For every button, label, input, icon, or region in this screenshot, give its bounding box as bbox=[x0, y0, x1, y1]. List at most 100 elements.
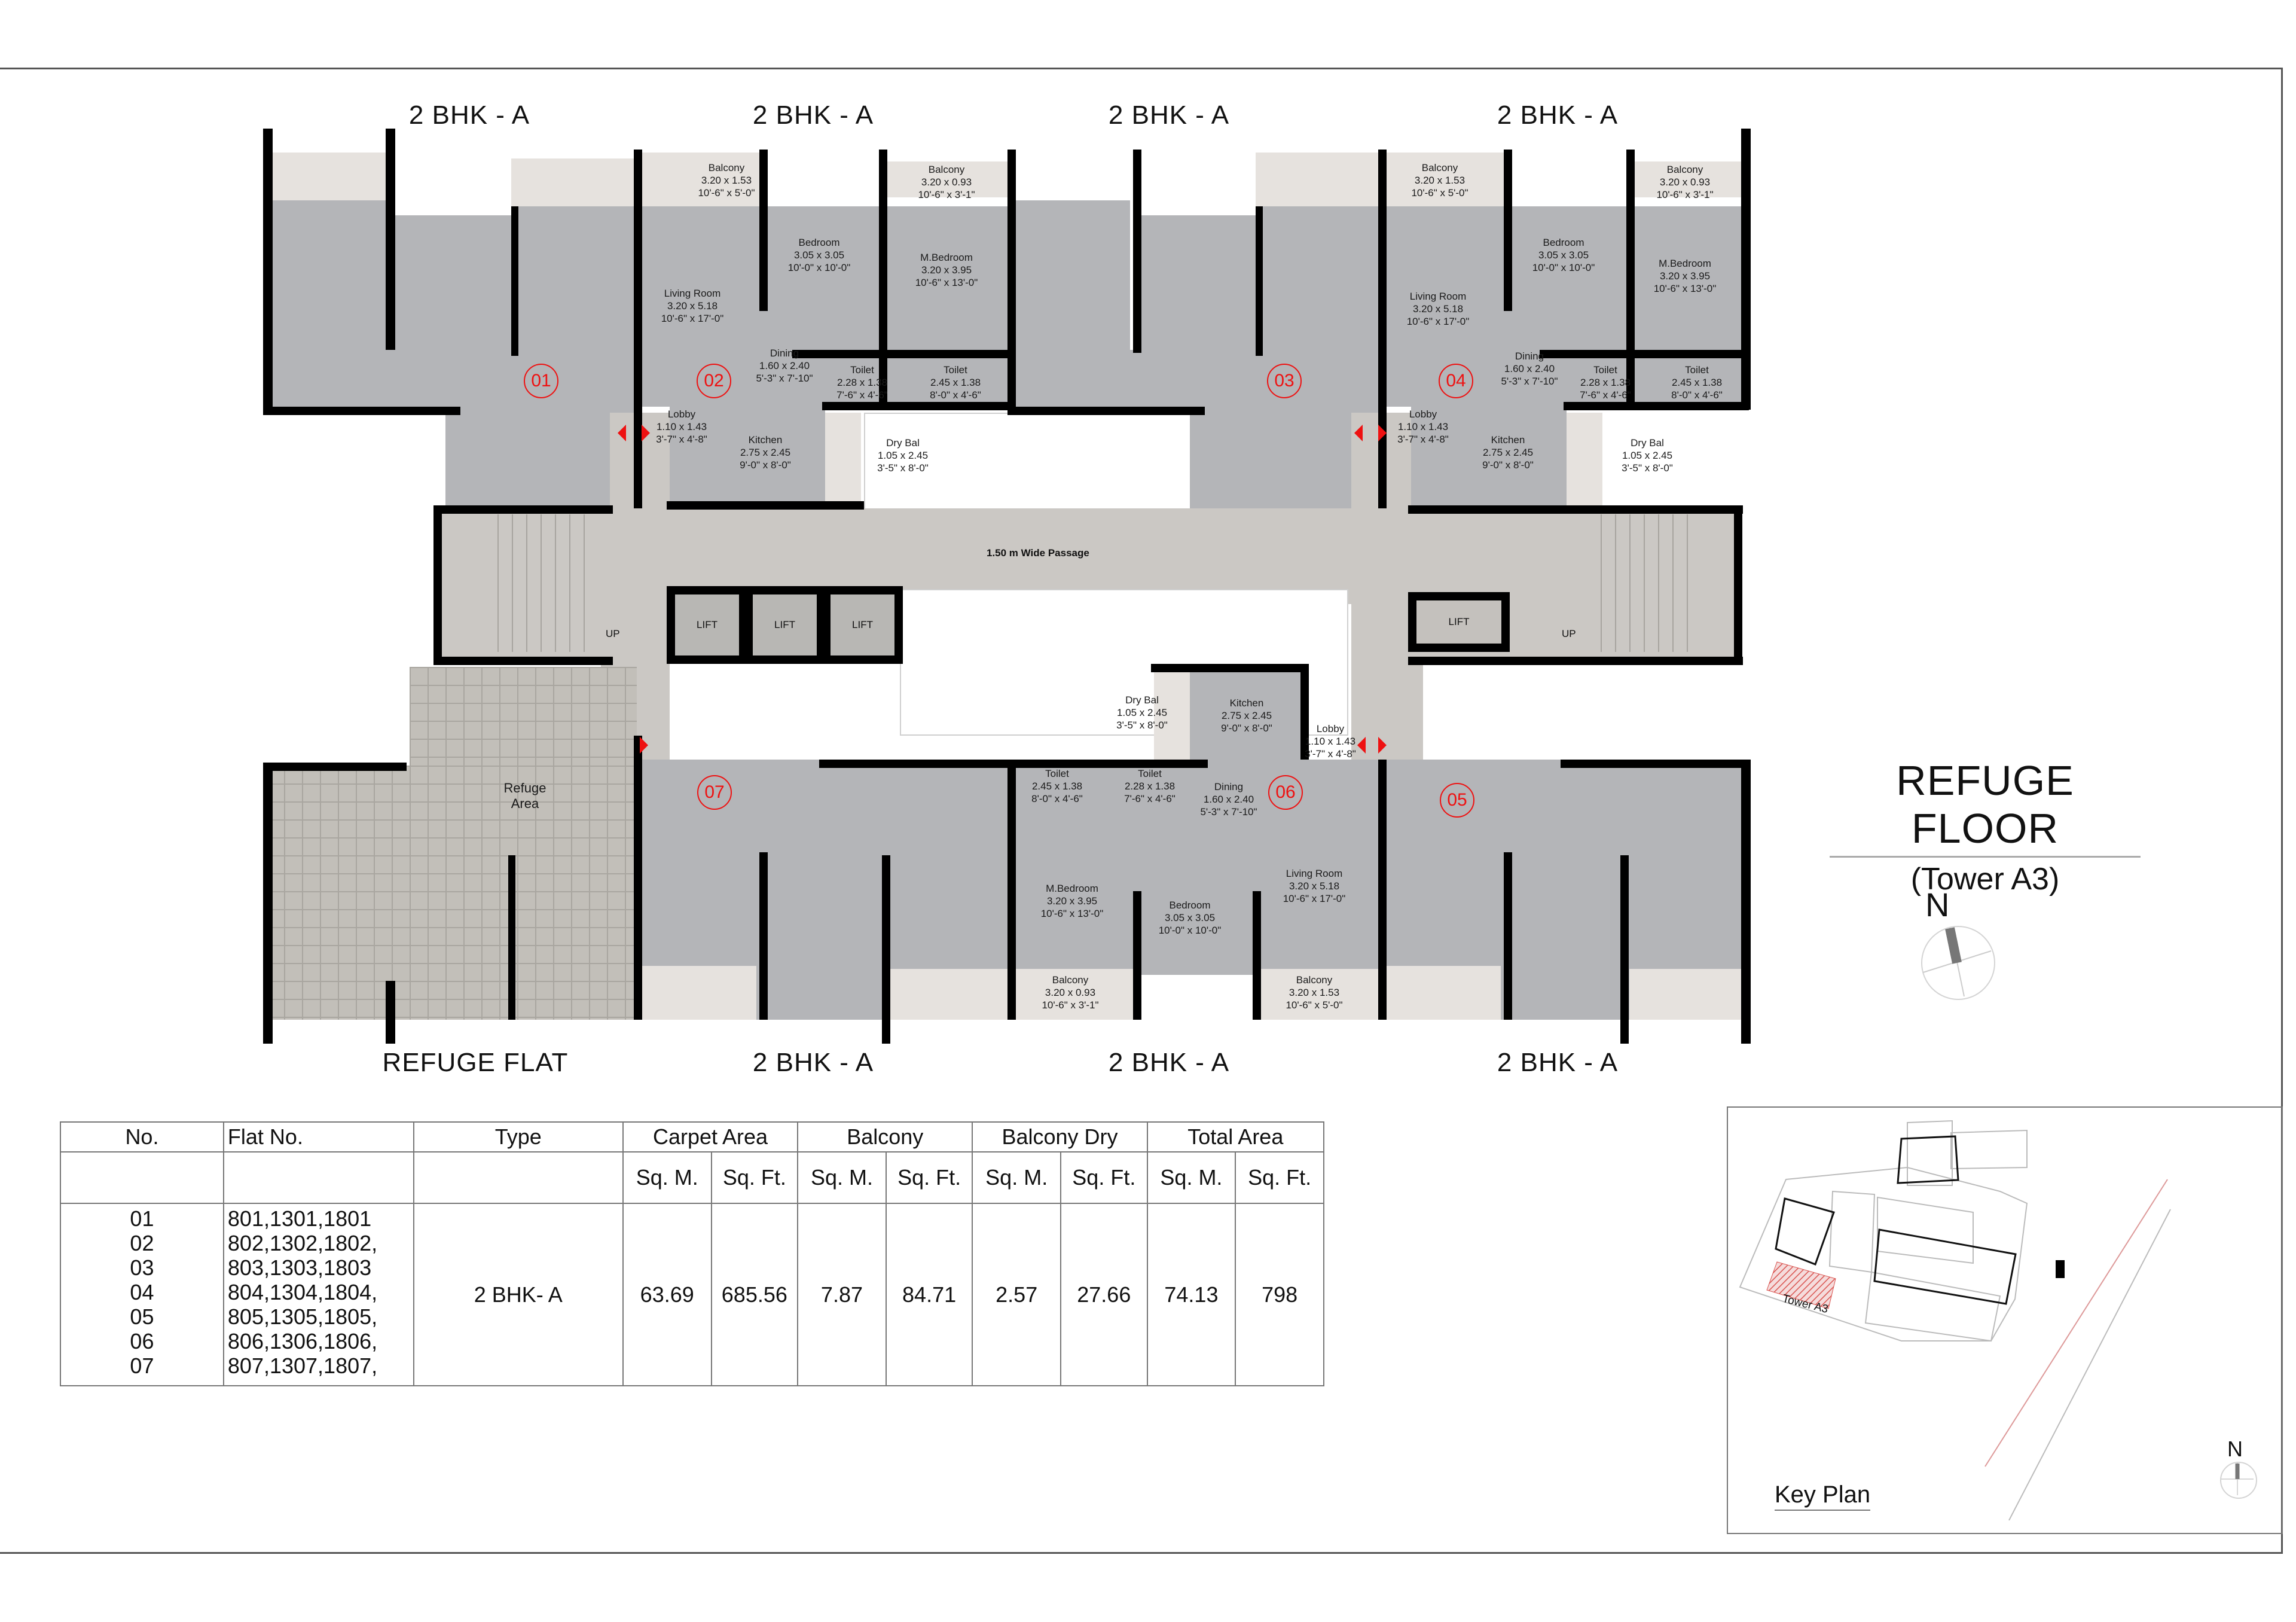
master-bedroom bbox=[1133, 215, 1256, 350]
key-plan: Tower A3 Key Plan N bbox=[1727, 1106, 2283, 1534]
wall bbox=[263, 763, 273, 1044]
entry-arrow-icon bbox=[1354, 425, 1363, 441]
bedroom bbox=[1010, 200, 1130, 350]
wall bbox=[433, 505, 613, 514]
toilets bbox=[1010, 350, 1190, 410]
wall bbox=[1151, 664, 1306, 672]
empty-cell bbox=[222, 1151, 414, 1204]
unit-marker-06: 06 bbox=[1268, 775, 1303, 810]
key-plan-title: Key Plan bbox=[1775, 1481, 1871, 1511]
total-sqm-cell: 74.13 bbox=[1146, 1203, 1236, 1386]
unit-type-label: 2 BHK - A bbox=[1497, 100, 1619, 130]
wall bbox=[386, 129, 395, 350]
wall bbox=[263, 763, 407, 771]
subheader-sqft: Sq. Ft. bbox=[710, 1151, 799, 1204]
wall bbox=[1378, 760, 1387, 1020]
wall bbox=[1133, 891, 1141, 1020]
drawing-sheet-border bbox=[0, 68, 2283, 1554]
header-balcony: Balcony bbox=[797, 1121, 973, 1153]
row-no: 07 bbox=[130, 1353, 154, 1378]
row-flats: 806,1306,1806, bbox=[227, 1329, 378, 1353]
wall bbox=[1378, 150, 1387, 508]
row-no: 03 bbox=[130, 1255, 154, 1280]
wall bbox=[1408, 505, 1743, 514]
wall bbox=[263, 129, 273, 410]
balcony bbox=[1010, 969, 1136, 1020]
wall bbox=[1504, 852, 1512, 1020]
wall bbox=[1007, 407, 1205, 415]
balcony bbox=[637, 153, 762, 206]
wall bbox=[759, 150, 768, 311]
wall bbox=[433, 505, 442, 661]
total-sqft-cell: 798 bbox=[1235, 1203, 1324, 1386]
wall bbox=[667, 501, 864, 510]
passage-label: 1.50 m Wide Passage bbox=[987, 547, 1089, 559]
entry-arrow-icon bbox=[1357, 737, 1366, 754]
wall bbox=[1540, 350, 1749, 358]
subheader-sqm: Sq. M. bbox=[797, 1151, 887, 1204]
stair-up-label: UP bbox=[1562, 628, 1576, 639]
bedroom bbox=[266, 200, 386, 350]
row-no: 01 bbox=[130, 1206, 154, 1231]
balcony bbox=[637, 966, 756, 1020]
sheet-subtitle: (Tower A3) bbox=[1910, 862, 2060, 897]
unit-marker-04: 04 bbox=[1439, 364, 1473, 398]
wall bbox=[511, 206, 518, 356]
balcony bbox=[511, 158, 637, 206]
unit-marker-07: 07 bbox=[697, 775, 732, 810]
wall bbox=[882, 855, 890, 1044]
header-balcony-dry: Balcony Dry bbox=[972, 1121, 1148, 1153]
unit-type-label: REFUGE FLAT bbox=[382, 1048, 569, 1077]
unit-type-label: 2 BHK - A bbox=[752, 100, 874, 130]
stairs-right bbox=[1587, 514, 1692, 652]
subheader-sqft: Sq. Ft. bbox=[885, 1151, 973, 1204]
wall bbox=[1504, 150, 1512, 311]
stairs-left bbox=[484, 514, 592, 652]
lift: LIFT bbox=[822, 586, 903, 664]
header-carpet-area: Carpet Area bbox=[622, 1121, 799, 1153]
balcony bbox=[1381, 966, 1501, 1020]
empty-cell bbox=[413, 1151, 624, 1204]
key-plan-north-label: N bbox=[2227, 1437, 2243, 1461]
wall bbox=[263, 407, 460, 415]
unit-marker-02: 02 bbox=[697, 364, 731, 398]
wall bbox=[1253, 891, 1261, 1020]
refuge-area bbox=[266, 766, 637, 1020]
wall bbox=[386, 981, 395, 1044]
kitchen bbox=[670, 407, 825, 508]
balcony bbox=[1629, 161, 1749, 197]
wall bbox=[1741, 129, 1751, 410]
duct-void bbox=[864, 413, 1205, 526]
entry-arrow-icon bbox=[642, 425, 650, 441]
row-flats: 805,1305,1805, bbox=[227, 1304, 378, 1329]
wall bbox=[1561, 760, 1749, 768]
lift: LIFT bbox=[744, 586, 825, 664]
subheader-sqm: Sq. M. bbox=[972, 1151, 1062, 1204]
header-total-area: Total Area bbox=[1146, 1121, 1325, 1153]
wall bbox=[819, 760, 1010, 768]
lift: LIFT bbox=[667, 586, 747, 664]
balcony-dry-sqft-cell: 27.66 bbox=[1060, 1203, 1148, 1386]
header-type: Type bbox=[413, 1121, 624, 1153]
wall bbox=[1408, 657, 1743, 665]
header-flat-no: Flat No. bbox=[222, 1121, 414, 1153]
row-no: 05 bbox=[130, 1304, 154, 1329]
